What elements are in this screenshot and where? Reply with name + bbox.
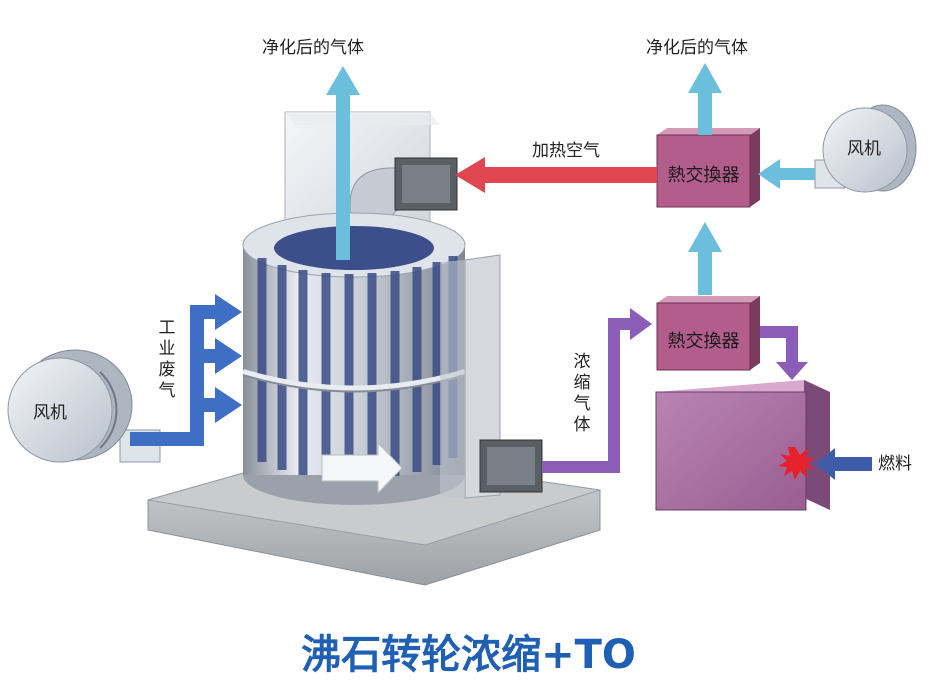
zeolite-rotor bbox=[242, 212, 466, 505]
page-title: 沸石转轮浓缩+TO bbox=[301, 632, 636, 678]
inlet-arrows bbox=[130, 294, 242, 446]
heated-air-arrow bbox=[455, 157, 657, 193]
heat-exchanger-bottom bbox=[656, 296, 760, 371]
fuel-arrow bbox=[815, 448, 872, 480]
label-fan-left: 风机 bbox=[33, 403, 67, 423]
label-fan-top: 风机 bbox=[847, 139, 881, 159]
label-heated-air: 加热空气 bbox=[532, 141, 600, 161]
label-clean-gas-left: 净化后的气体 bbox=[262, 38, 364, 58]
label-industrial-waste-gas: 工业废气 bbox=[158, 318, 176, 401]
concentrate-outlet bbox=[479, 439, 543, 493]
flame-icon bbox=[778, 447, 815, 480]
desorption-housing bbox=[440, 254, 501, 499]
heated-air-duct bbox=[349, 157, 458, 246]
label-heat-exchanger-bottom: 熱交換器 bbox=[667, 331, 740, 352]
label-clean-gas-right: 净化后的气体 bbox=[646, 38, 748, 58]
fan-left bbox=[7, 349, 161, 463]
concentrate-arrow bbox=[542, 308, 808, 473]
clean-gas-arrows bbox=[326, 63, 815, 295]
furnace-icon bbox=[655, 380, 830, 511]
label-concentrated-gas: 浓缩气体 bbox=[573, 352, 591, 435]
label-fuel: 燃料 bbox=[878, 454, 912, 474]
label-heat-exchanger-top: 熱交換器 bbox=[667, 165, 740, 186]
heat-exchanger-top bbox=[656, 128, 760, 208]
